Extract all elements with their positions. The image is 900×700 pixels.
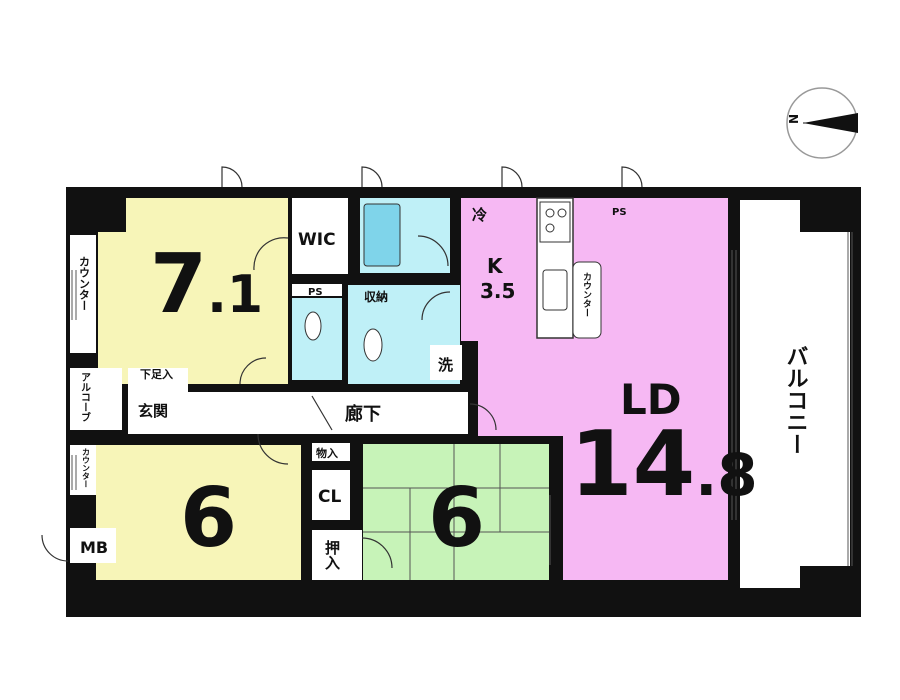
storeroom-label: 物入 (316, 446, 338, 460)
western-1-size: 7.1 (150, 237, 263, 332)
living-size-dec: .8 (695, 441, 757, 509)
hallway-label: 廊下 (345, 403, 381, 425)
storage-label: 収納 (364, 289, 388, 304)
column-br (800, 566, 861, 617)
counter-room1-label: カウンター (78, 256, 91, 311)
western-room-2 (96, 445, 301, 580)
kitchen-size: 3.5 (480, 279, 515, 303)
western-1-size-dec: .1 (207, 265, 263, 325)
entrance-label: 玄関 (138, 402, 168, 420)
meter-box-label: MB (80, 538, 108, 557)
living-dining-kitchen (461, 198, 728, 580)
column-bl (66, 580, 126, 617)
wic-label: WIC (298, 230, 336, 250)
alcove-area (70, 368, 122, 430)
kitchen-counter (536, 197, 602, 339)
storeroom-area (312, 443, 350, 461)
tatami-lines (363, 444, 549, 580)
mb-area (70, 528, 116, 563)
windows (71, 232, 853, 566)
compass: N (786, 87, 858, 159)
toilet-icon (304, 311, 322, 341)
doors (41, 166, 643, 569)
fridge-label: 冷 (472, 206, 487, 224)
entrance-area (128, 368, 188, 434)
stove-icon (545, 208, 555, 218)
compass-label: N (787, 114, 801, 124)
oshiire-area (312, 530, 362, 580)
column-tl (66, 187, 126, 232)
toilet (292, 298, 342, 380)
counter-room1-area (70, 235, 96, 353)
oshiire-label: 押入 (323, 539, 341, 570)
living-name: LD (620, 375, 682, 424)
living-size: 14.8 (570, 412, 758, 517)
column-tr (800, 187, 861, 232)
ps-kitchen-label: PS (612, 207, 627, 218)
japanese-room (363, 444, 549, 580)
western-room-1 (98, 198, 288, 384)
closet-area (312, 470, 350, 520)
alcove-label: アルコーブ (79, 372, 91, 422)
western-2-size: 6 (180, 471, 237, 566)
counter-kitchen-label: カウンター (581, 272, 592, 317)
closet-label: CL (318, 487, 341, 507)
bathtub-icon (363, 203, 401, 267)
washer-area (430, 345, 462, 380)
japanese-size: 6 (428, 471, 485, 566)
washer-label: 洗 (438, 356, 453, 374)
living-size-int: 14 (570, 412, 695, 517)
kitchen-name: K (487, 254, 504, 278)
ps-area (292, 284, 342, 296)
shoe-storage-label: 下足入 (140, 368, 173, 381)
sink-icon (542, 269, 568, 311)
balcony-label: バルコニー (783, 345, 808, 455)
counter-room2-area (70, 445, 96, 495)
storage-area (358, 285, 400, 305)
counter-room2-label: カウンター (82, 448, 91, 488)
wic-area (292, 198, 348, 274)
balcony-area (740, 200, 850, 588)
ps-top-label: PS (308, 287, 323, 298)
western-1-size-int: 7 (150, 237, 207, 332)
basin-icon (363, 328, 383, 362)
